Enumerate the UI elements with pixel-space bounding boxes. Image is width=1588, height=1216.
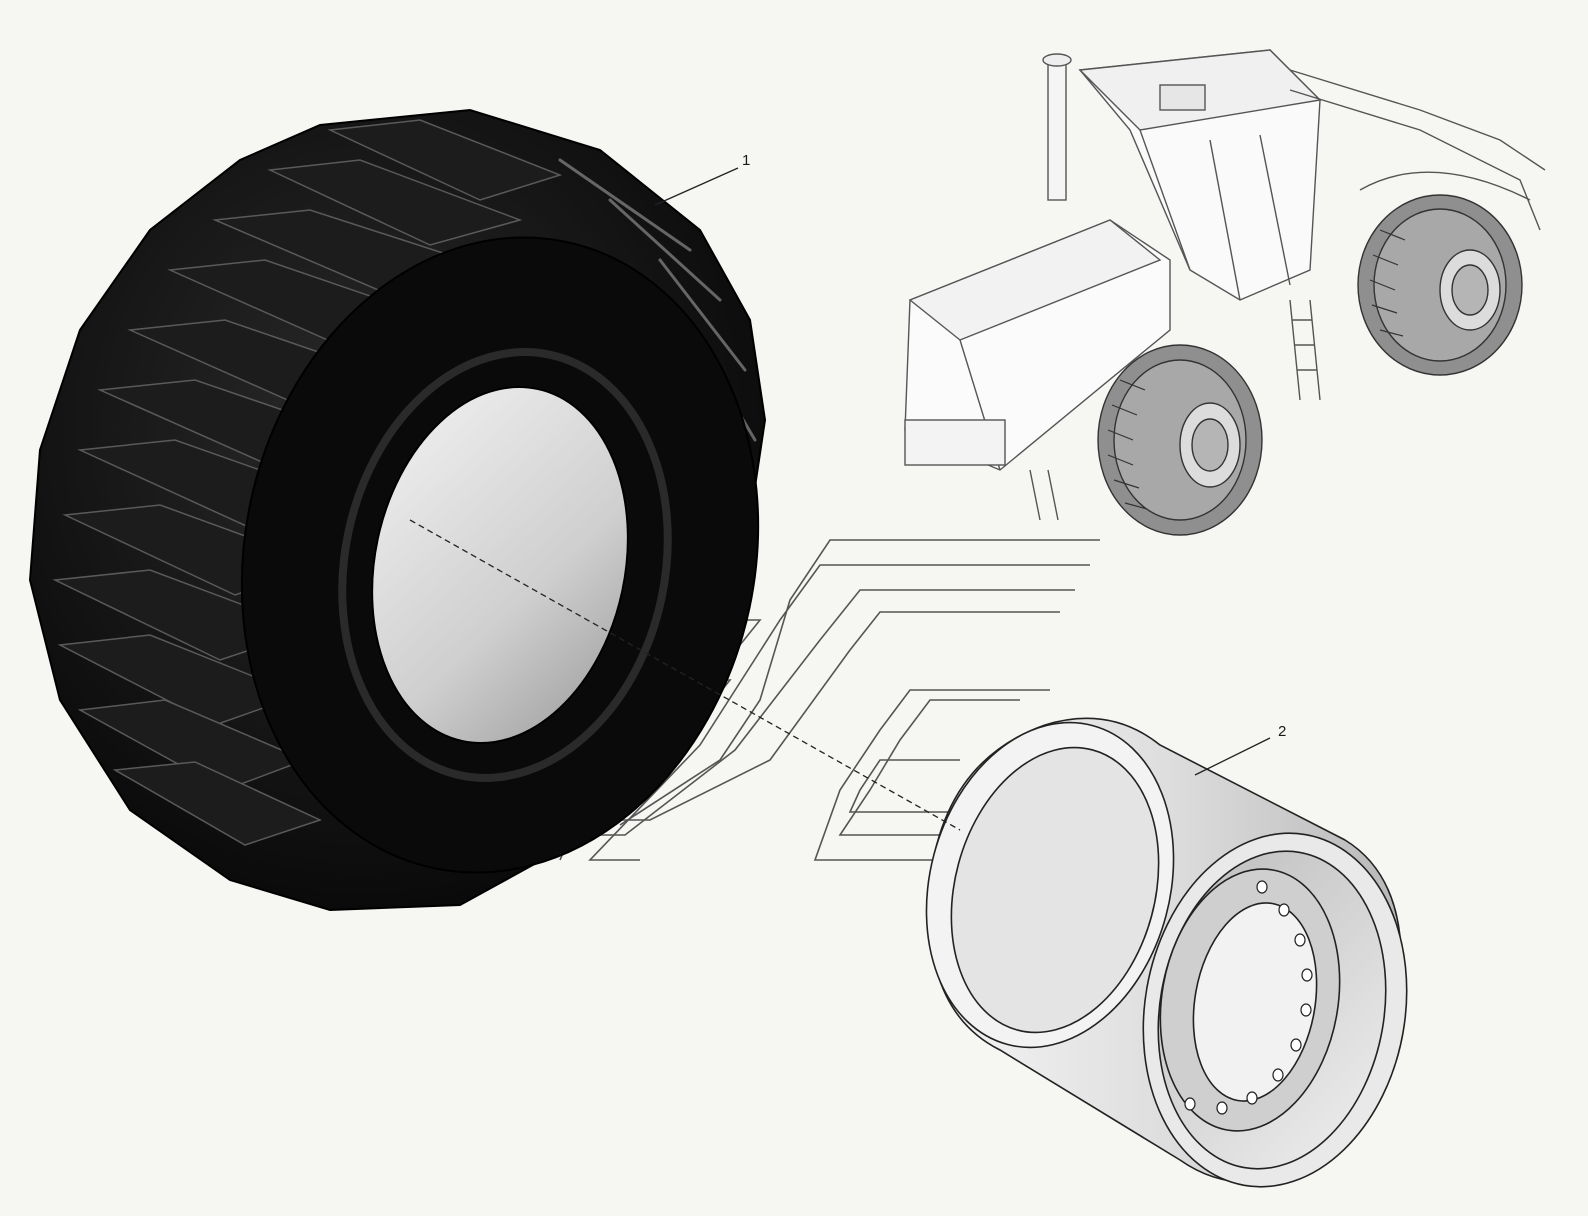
callout-1-label: 1 (742, 152, 750, 169)
assembly-axis-line (409, 519, 961, 831)
tire-leader-line (654, 167, 739, 206)
tractor-illustration (904, 49, 1546, 536)
tire-illustration (28, 108, 767, 912)
tractor-rear-wheel (1357, 194, 1523, 376)
tractor-front-wheel (1097, 344, 1263, 536)
rim-illustration (925, 717, 1408, 1188)
callout-2-label: 2 (1278, 723, 1286, 740)
rim-leader-line (1194, 737, 1271, 776)
